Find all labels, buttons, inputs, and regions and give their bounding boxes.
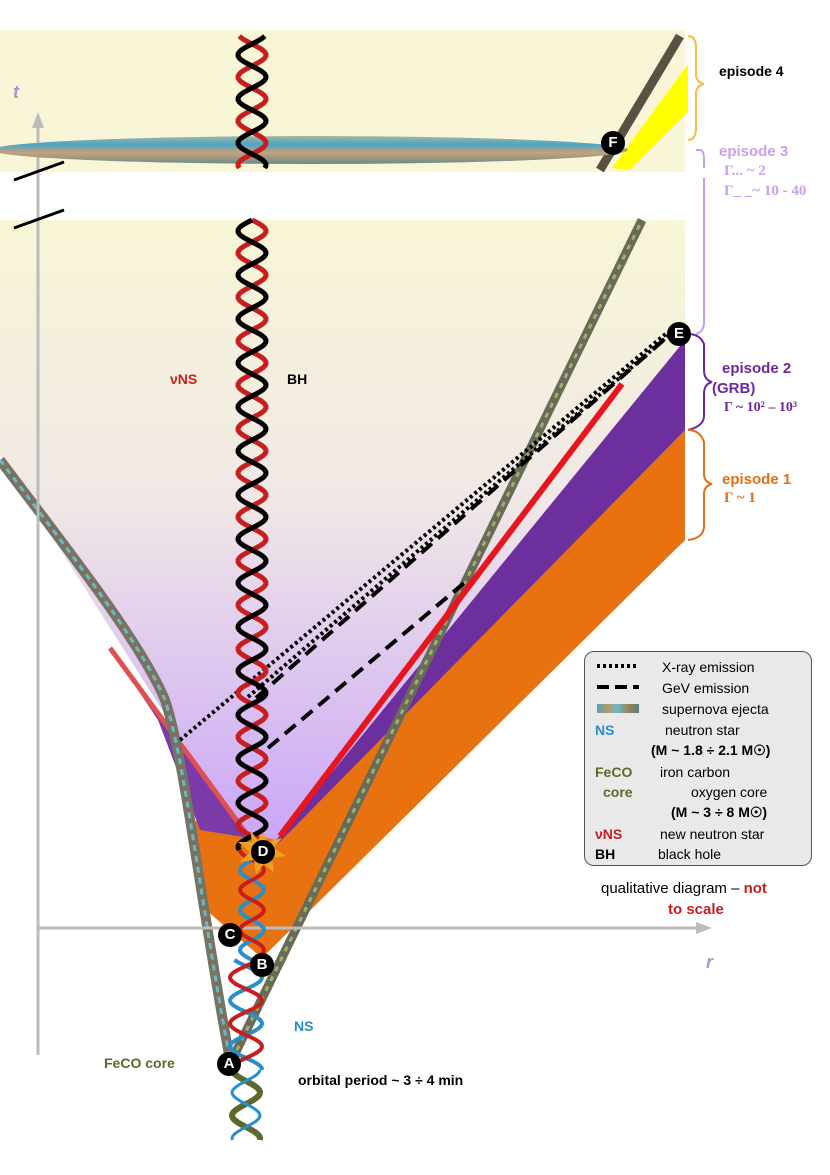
- episode4-label: episode 4: [719, 63, 784, 79]
- legend-bh-text: black hole: [658, 846, 722, 862]
- grb-red-line: [277, 382, 625, 838]
- legend-feco-mass: (M ~ 3 ÷ 8 M☉): [671, 804, 768, 820]
- vns-strand: [235, 217, 269, 852]
- bh-label: BH: [287, 371, 308, 387]
- point-F: F: [601, 131, 625, 155]
- episode1-label: episode 1: [722, 471, 792, 488]
- ns-strand-bottom: [230, 1069, 262, 1141]
- axis-break-upper: [13, 160, 65, 182]
- t-axis-arrow: [32, 112, 44, 128]
- gev-emission-line-2: [254, 336, 668, 700]
- scale-note-text: qualitative diagram –: [601, 880, 744, 897]
- episode2-gamma: Γ ~ 10² – 10³: [724, 400, 798, 415]
- ejecta-disk: [0, 136, 628, 164]
- scale-note-emph: not: [743, 880, 767, 897]
- episode2-grb: (GRB): [712, 380, 756, 397]
- episode2-region: [262, 340, 685, 860]
- episode1-gamma: Γ ~ 1: [724, 490, 756, 506]
- vns-strand-lower: [237, 849, 267, 962]
- legend-vns-text: new neutron star: [660, 826, 765, 842]
- t-axis-label: t: [13, 82, 19, 102]
- bh-strand-top: [235, 34, 269, 170]
- episode4-bracket: [687, 35, 705, 141]
- legend-ns-mass: (M ~ 1.8 ÷ 2.1 M☉): [651, 742, 771, 758]
- point-A: A: [217, 1052, 241, 1076]
- episode2-label: episode 2: [722, 360, 792, 377]
- episode1-bracket: [687, 429, 713, 541]
- episode3-gamma2: Γ_ _~ 10 - 40: [724, 183, 807, 199]
- legend-vns-key: νNS: [595, 826, 623, 842]
- axis-break-lower: [13, 208, 65, 230]
- ejecta-right-diagonal-highlight: [230, 219, 644, 1061]
- legend-gev-text: GeV emission: [662, 680, 750, 696]
- ns-strand-upper: [237, 849, 267, 962]
- xray-emission-line-1: [178, 330, 670, 742]
- binary-helix: [227, 34, 269, 1141]
- legend-feco-key1: FeCO: [595, 764, 633, 780]
- vns-strand-top: [235, 34, 269, 170]
- scale-note-line2: to scale: [668, 901, 724, 918]
- legend-feco-key2: core: [603, 784, 633, 800]
- episode3-bracket: [695, 149, 705, 335]
- gev-emission-line-1: [266, 576, 472, 750]
- point-B: B: [250, 953, 274, 977]
- ejecta-left-curve-highlight: [0, 459, 232, 1061]
- point-E: E: [667, 322, 691, 346]
- legend-ejecta-text: supernova ejecta: [662, 701, 769, 717]
- episode3-label: episode 3: [719, 143, 789, 160]
- orbital-period-label: orbital period ~ 3 ÷ 4 min: [298, 1072, 464, 1088]
- legend-bh-key: BH: [595, 846, 616, 862]
- legend-ns-key: NS: [595, 722, 615, 738]
- point-C: C: [218, 923, 242, 947]
- feco-strand-red: [227, 958, 265, 1071]
- legend-feco-text2: oxygen core: [691, 784, 768, 800]
- r-axis-arrow: [696, 922, 712, 934]
- episode1-region: [190, 430, 685, 958]
- legend-feco-text1: iron carbon: [660, 764, 731, 780]
- legend-ejecta-swatch: [597, 704, 639, 713]
- vns-label: νNS: [170, 371, 198, 387]
- point-D: D: [251, 840, 275, 864]
- legend-xray-text: X-ray emission: [662, 659, 755, 675]
- feco-core-label: FeCO core: [104, 1055, 175, 1071]
- legend-ns-text: neutron star: [665, 722, 740, 738]
- episode3-gamma1: Γ... ~ 2: [724, 163, 766, 179]
- bh-strand: [235, 217, 269, 852]
- ns-label: NS: [294, 1018, 314, 1034]
- episode2-bracket: [687, 333, 713, 431]
- scale-note: qualitative diagram – not: [601, 880, 767, 897]
- episode4-yellow-band: [612, 64, 688, 170]
- legend-swatches: [597, 664, 639, 713]
- ns-strand-lower: [227, 958, 265, 1071]
- xray-emission-line-2: [246, 334, 670, 699]
- light-cone-background: [0, 220, 685, 840]
- r-axis-label: r: [706, 952, 714, 972]
- legend-box: X-ray emission GeV emission supernova ej…: [584, 651, 812, 866]
